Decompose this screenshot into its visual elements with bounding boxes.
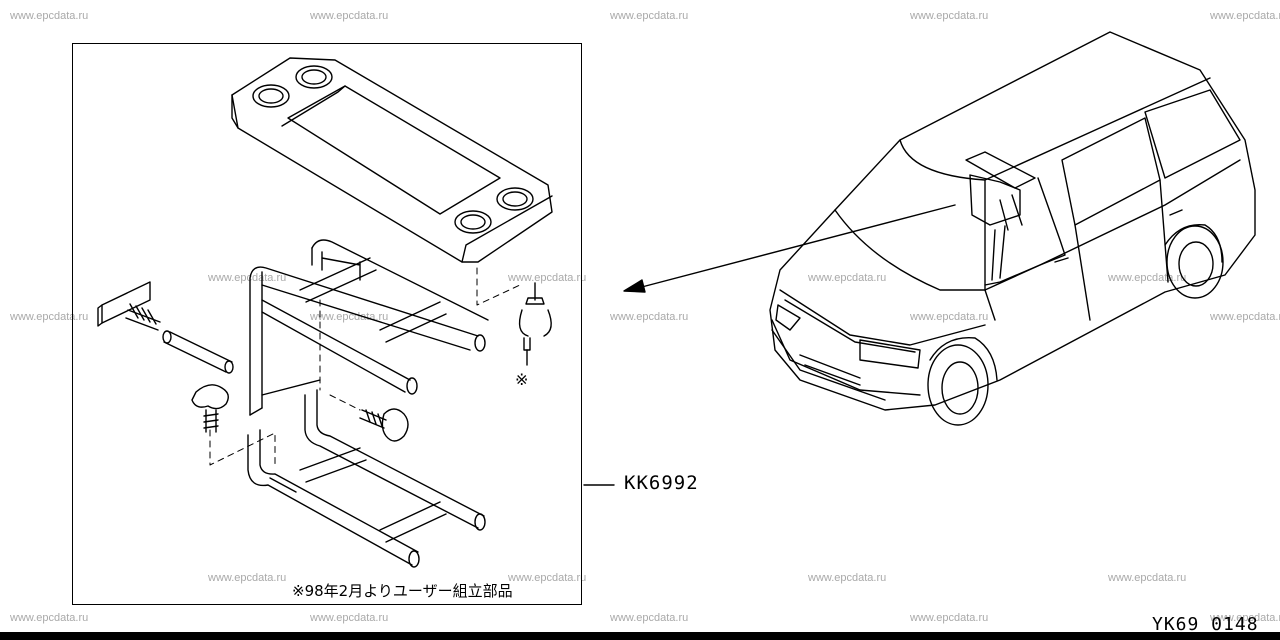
wing-bolt-left: [191, 384, 229, 433]
watermark: www.epcdata.ru: [310, 311, 389, 323]
watermark: www.epcdata.ru: [1108, 272, 1187, 284]
watermark: www.epcdata.ru: [808, 572, 887, 584]
mounting-bracket: [97, 281, 161, 331]
watermark: www.epcdata.ru: [610, 10, 689, 22]
rod: [162, 330, 234, 374]
watermark: www.epcdata.ru: [910, 10, 989, 22]
roof-console: [231, 57, 553, 263]
footnote-text: ※98年2月よりユーザー組立部品: [292, 582, 513, 600]
van-illustration: [769, 31, 1256, 426]
watermark: www.epcdata.ru: [910, 612, 989, 624]
watermark: www.epcdata.ru: [10, 311, 89, 323]
watermark: www.epcdata.ru: [808, 272, 887, 284]
watermark: www.epcdata.ru: [1108, 572, 1187, 584]
reference-mark: ※: [515, 370, 529, 389]
watermark: www.epcdata.ru: [610, 612, 689, 624]
upper-frame: [249, 239, 489, 416]
lower-frame: [247, 389, 486, 568]
watermark: www.epcdata.ru: [1210, 10, 1280, 22]
part-number-label[interactable]: KK6992: [624, 472, 699, 494]
watermark: www.epcdata.ru: [208, 572, 287, 584]
diagram-code: YK69 0148: [1152, 614, 1259, 635]
watermark: www.epcdata.ru: [508, 572, 587, 584]
watermark: www.epcdata.ru: [310, 10, 389, 22]
clip-harness: [518, 282, 552, 366]
watermark: www.epcdata.ru: [610, 311, 689, 323]
location-arrow: [623, 204, 956, 293]
watermark: www.epcdata.ru: [10, 612, 89, 624]
watermark: www.epcdata.ru: [208, 272, 287, 284]
watermark: www.epcdata.ru: [1210, 311, 1280, 323]
watermark: www.epcdata.ru: [910, 311, 989, 323]
watermark: www.epcdata.ru: [508, 272, 587, 284]
watermark: www.epcdata.ru: [10, 10, 89, 22]
dashed-leaders: [209, 267, 521, 469]
wing-bolt-right: [359, 408, 409, 442]
bottom-border: [0, 632, 1280, 640]
watermark: www.epcdata.ru: [310, 612, 389, 624]
watermark: www.epcdata.ru: [1210, 612, 1280, 624]
parts-detail-frame: [72, 43, 582, 605]
